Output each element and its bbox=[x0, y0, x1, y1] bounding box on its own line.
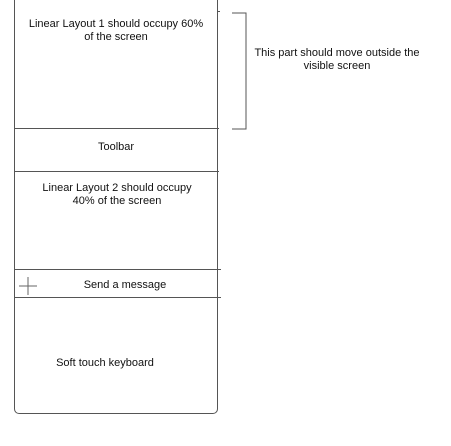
layout1-label: Linear Layout 1 should occupy 60% of the… bbox=[28, 18, 204, 43]
divider-toolbar-layout2 bbox=[14, 171, 219, 172]
divider-message-keyboard bbox=[14, 297, 221, 298]
phone-outline bbox=[14, 0, 218, 414]
annotation-text: This part should move outside the visibl… bbox=[254, 47, 420, 72]
plus-icon[interactable] bbox=[18, 276, 38, 296]
toolbar-label: Toolbar bbox=[97, 141, 135, 153]
corner-tick bbox=[217, 11, 220, 12]
keyboard-label: Soft touch keyboard bbox=[56, 357, 154, 369]
divider-layout1-toolbar bbox=[14, 128, 219, 129]
send-message-label[interactable]: Send a message bbox=[83, 279, 167, 291]
bracket bbox=[232, 12, 247, 130]
divider-layout2-message bbox=[14, 269, 221, 270]
layout2-label: Linear Layout 2 should occupy 40% of the… bbox=[42, 182, 192, 207]
